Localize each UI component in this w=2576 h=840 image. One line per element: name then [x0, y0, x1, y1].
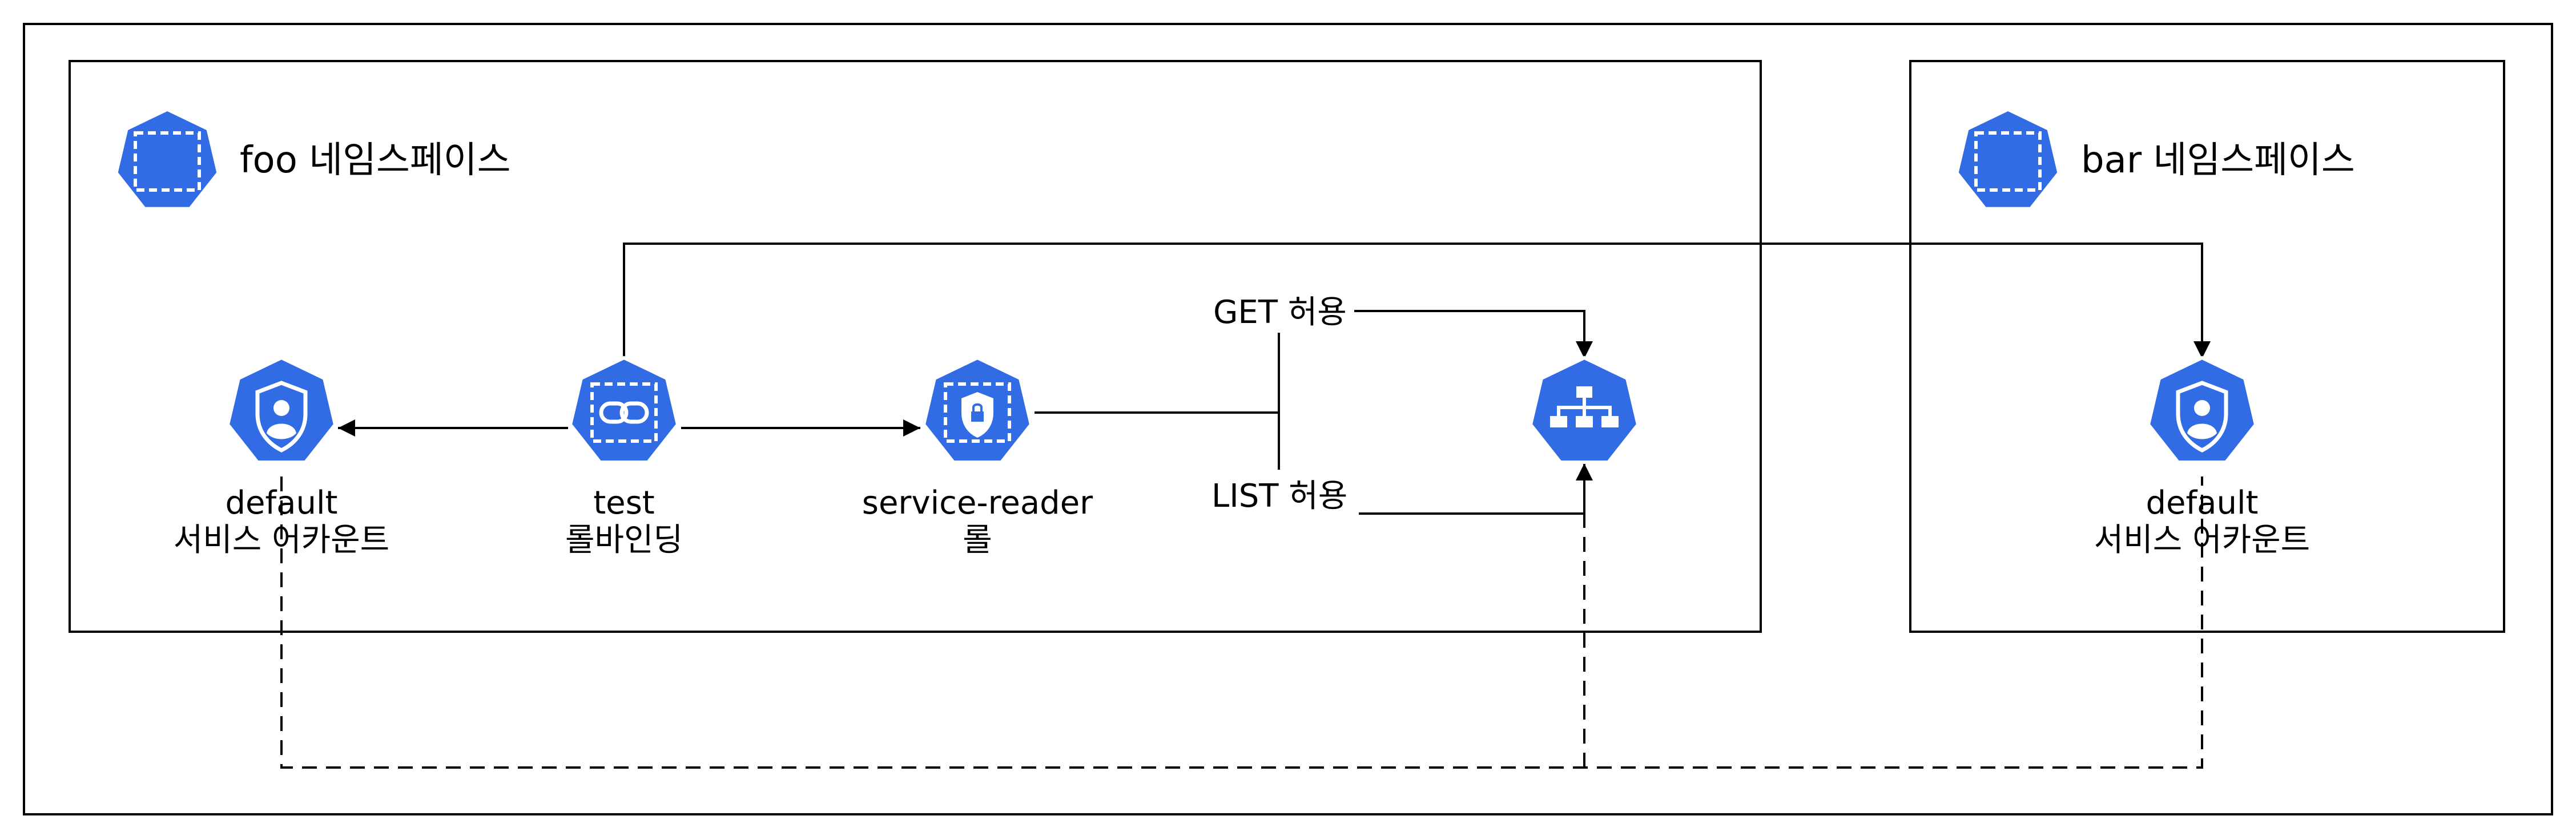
api-server-node — [1531, 358, 1638, 462]
service-reader-name: service-reader — [862, 484, 1093, 522]
lock-shield-icon — [961, 392, 993, 438]
edge-list-to-api — [1358, 463, 1593, 515]
network-hierarchy-icon — [1550, 386, 1619, 427]
foo-sa-kind: 서비스 어카운트 — [174, 522, 389, 559]
bar-sa-kind: 서비스 어카운트 — [2094, 522, 2310, 559]
link-icon — [599, 401, 649, 424]
bar-namespace-box — [1909, 60, 2505, 633]
user-shield-icon — [255, 381, 308, 453]
bar-default-sa-node — [2148, 358, 2256, 462]
foo-sa-name: default — [225, 484, 337, 522]
list-label: LIST 허용 — [1211, 478, 1347, 515]
outer-frame — [23, 23, 2553, 815]
bar-namespace-label: bar 네임스페이스 — [2081, 139, 2355, 181]
namespace-icon — [116, 110, 219, 209]
namespace-icon — [1957, 110, 2059, 209]
user-shield-icon — [2176, 381, 2228, 453]
service-reader-role-node — [924, 358, 1031, 462]
test-rolebinding-node — [570, 358, 678, 462]
edge-test-to-bar-sa — [623, 243, 2211, 371]
service-reader-kind: 롤 — [963, 522, 992, 559]
dashed-sa-to-api — [280, 476, 2203, 769]
edge-get-to-api — [1353, 310, 1593, 358]
foo-namespace-label: foo 네임스페이스 — [240, 139, 510, 181]
foo-default-sa-node — [228, 358, 335, 462]
bar-sa-name: default — [2146, 484, 2258, 522]
list-label-bg — [1205, 474, 1359, 518]
get-label: GET 허용 — [1213, 294, 1347, 331]
get-label-bg — [1205, 288, 1354, 333]
test-rolebinding-kind: 롤바인딩 — [565, 522, 683, 559]
test-rolebinding-name: test — [593, 484, 655, 522]
foo-namespace-box — [69, 60, 1762, 633]
